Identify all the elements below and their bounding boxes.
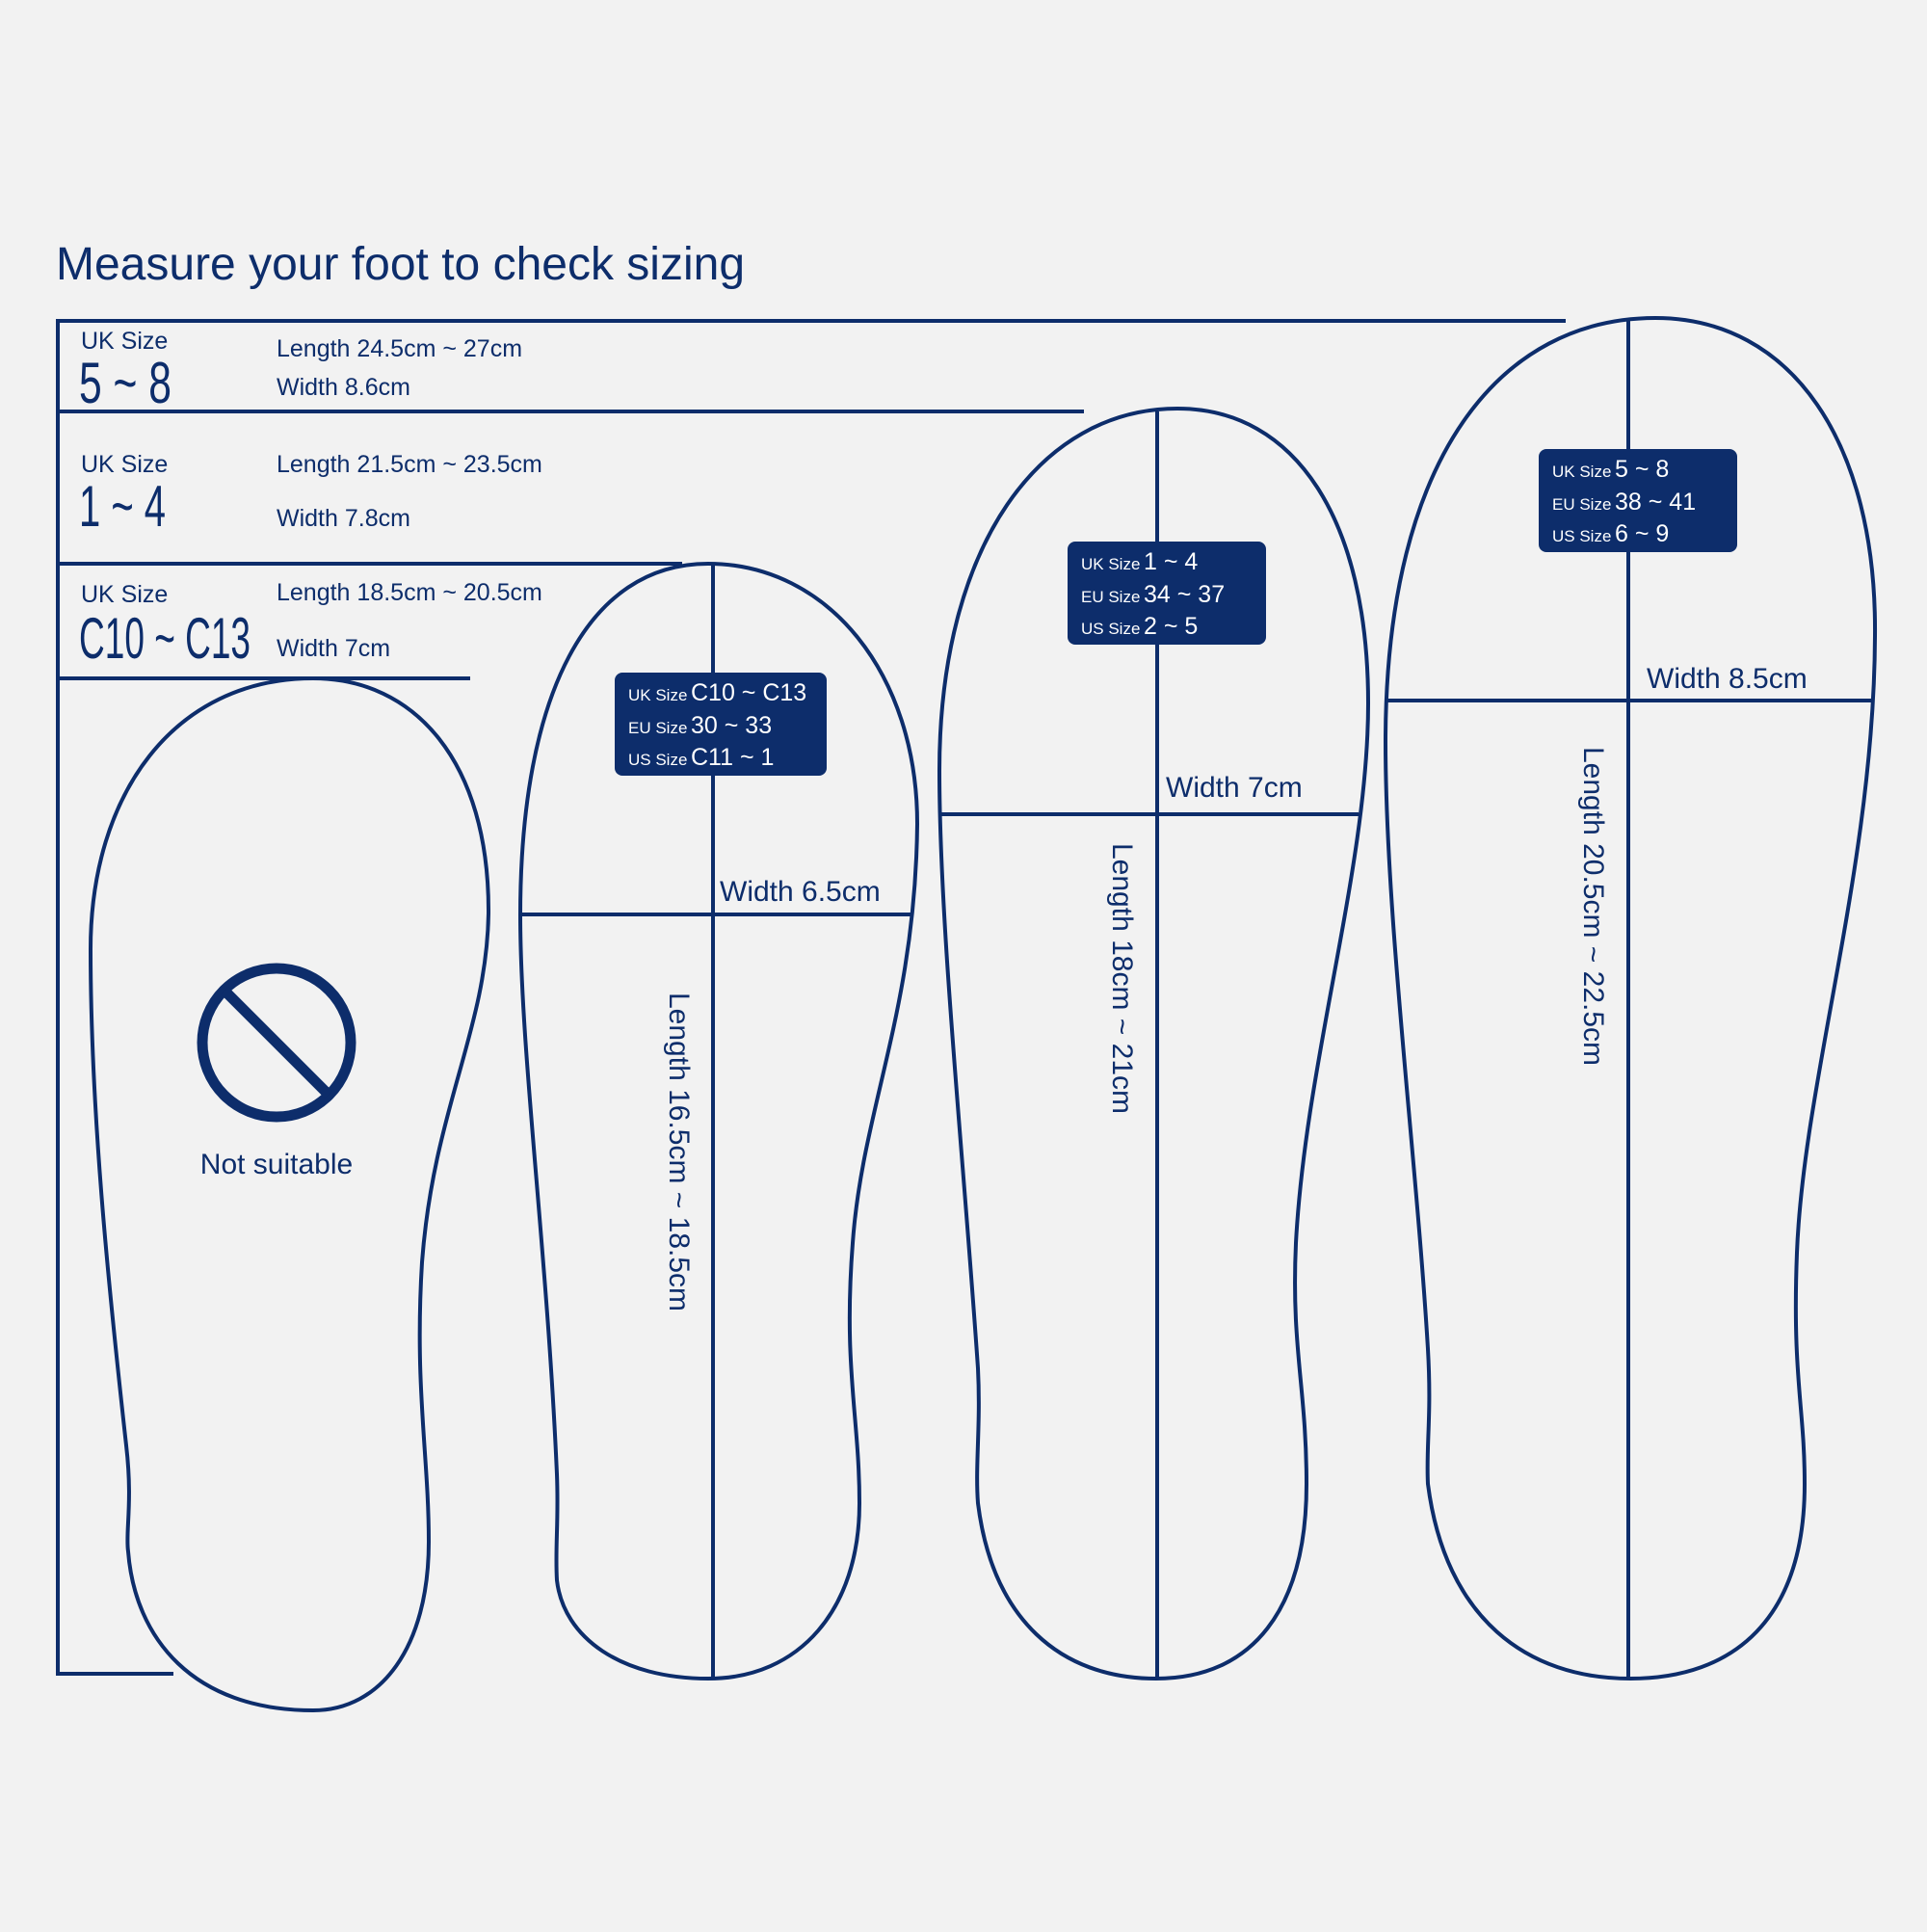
- length-label: Length 20.5cm ~ 22.5cm: [1577, 747, 1609, 1066]
- badge-us-label: US Size: [628, 751, 687, 769]
- badge-eu-label: EU Size: [1552, 495, 1611, 514]
- badge-uk-label: UK Size: [628, 686, 687, 704]
- band-width: Width 7.8cm: [277, 505, 410, 532]
- badge-us-value: C11 ~ 1: [691, 744, 774, 771]
- badge-eu-value: 38 ~ 41: [1615, 489, 1696, 516]
- badge-us-value: 2 ~ 5: [1144, 613, 1198, 640]
- band-uk-range: C10 ~ C13: [79, 606, 251, 671]
- width-label: Width 8.5cm: [1647, 663, 1808, 695]
- badge-eu-label: EU Size: [1081, 588, 1140, 606]
- band-uk-label: UK Size: [81, 451, 168, 478]
- size-band-c10-c13: UK Size C10 ~ C13 Length 18.5cm ~ 20.5cm…: [79, 579, 542, 671]
- badge-eu-value: 34 ~ 37: [1144, 581, 1225, 608]
- band-uk-label: UK Size: [81, 581, 168, 608]
- badge-eu-label: EU Size: [628, 719, 687, 737]
- badge-us-label: US Size: [1552, 527, 1611, 545]
- foot-c10-c13: Width 6.5cm Length 16.5cm ~ 18.5cm UK Si…: [517, 561, 920, 1681]
- length-label: Length 18cm ~ 21cm: [1106, 843, 1138, 1114]
- band-width: Width 7cm: [277, 635, 390, 662]
- badge-uk-label: UK Size: [1081, 555, 1140, 573]
- band-width: Width 8.6cm: [277, 374, 410, 401]
- size-band-5-8: UK Size 5 ~ 8 Length 24.5cm ~ 27cm Width…: [79, 328, 522, 415]
- size-badge: UK Size C10 ~ C13 EU Size 30 ~ 33 US Siz…: [615, 673, 827, 776]
- badge-uk-label: UK Size: [1552, 463, 1611, 481]
- foot-outline: [1383, 315, 1878, 1681]
- foot-5-8: Width 8.5cm Length 20.5cm ~ 22.5cm UK Si…: [1383, 315, 1878, 1681]
- foot-not-suitable: Not suitable: [88, 675, 491, 1713]
- not-suitable-label: Not suitable: [200, 1149, 353, 1180]
- badge-uk-value: 1 ~ 4: [1144, 548, 1198, 575]
- foot-outline: [517, 561, 920, 1681]
- badge-us-value: 6 ~ 9: [1615, 520, 1669, 547]
- size-band-1-4: UK Size 1 ~ 4 Length 21.5cm ~ 23.5cm Wid…: [79, 451, 542, 539]
- badge-uk-value: C10 ~ C13: [691, 679, 806, 706]
- badge-uk-value: 5 ~ 8: [1615, 456, 1669, 483]
- badge-eu-value: 30 ~ 33: [691, 712, 772, 739]
- band-length: Length 24.5cm ~ 27cm: [277, 335, 522, 362]
- badge-us-label: US Size: [1081, 620, 1140, 638]
- page-title: Measure your foot to check sizing: [56, 239, 745, 290]
- width-label: Width 7cm: [1166, 772, 1303, 804]
- band-uk-range: 5 ~ 8: [79, 351, 172, 415]
- prohibited-icon: [197, 963, 356, 1123]
- size-badge: UK Size 5 ~ 8 EU Size 38 ~ 41 US Size 6 …: [1539, 449, 1737, 552]
- band-length: Length 18.5cm ~ 20.5cm: [277, 579, 542, 606]
- band-uk-label: UK Size: [81, 328, 168, 355]
- foot-1-4: Width 7cm Length 18cm ~ 21cm UK Size 1 ~…: [937, 406, 1371, 1681]
- band-length: Length 21.5cm ~ 23.5cm: [277, 451, 542, 478]
- band-uk-range: 1 ~ 4: [79, 474, 166, 539]
- foot-outline: [88, 675, 491, 1713]
- length-label: Length 16.5cm ~ 18.5cm: [663, 992, 695, 1311]
- width-label: Width 6.5cm: [720, 876, 881, 908]
- size-badge: UK Size 1 ~ 4 EU Size 34 ~ 37 US Size 2 …: [1068, 542, 1266, 645]
